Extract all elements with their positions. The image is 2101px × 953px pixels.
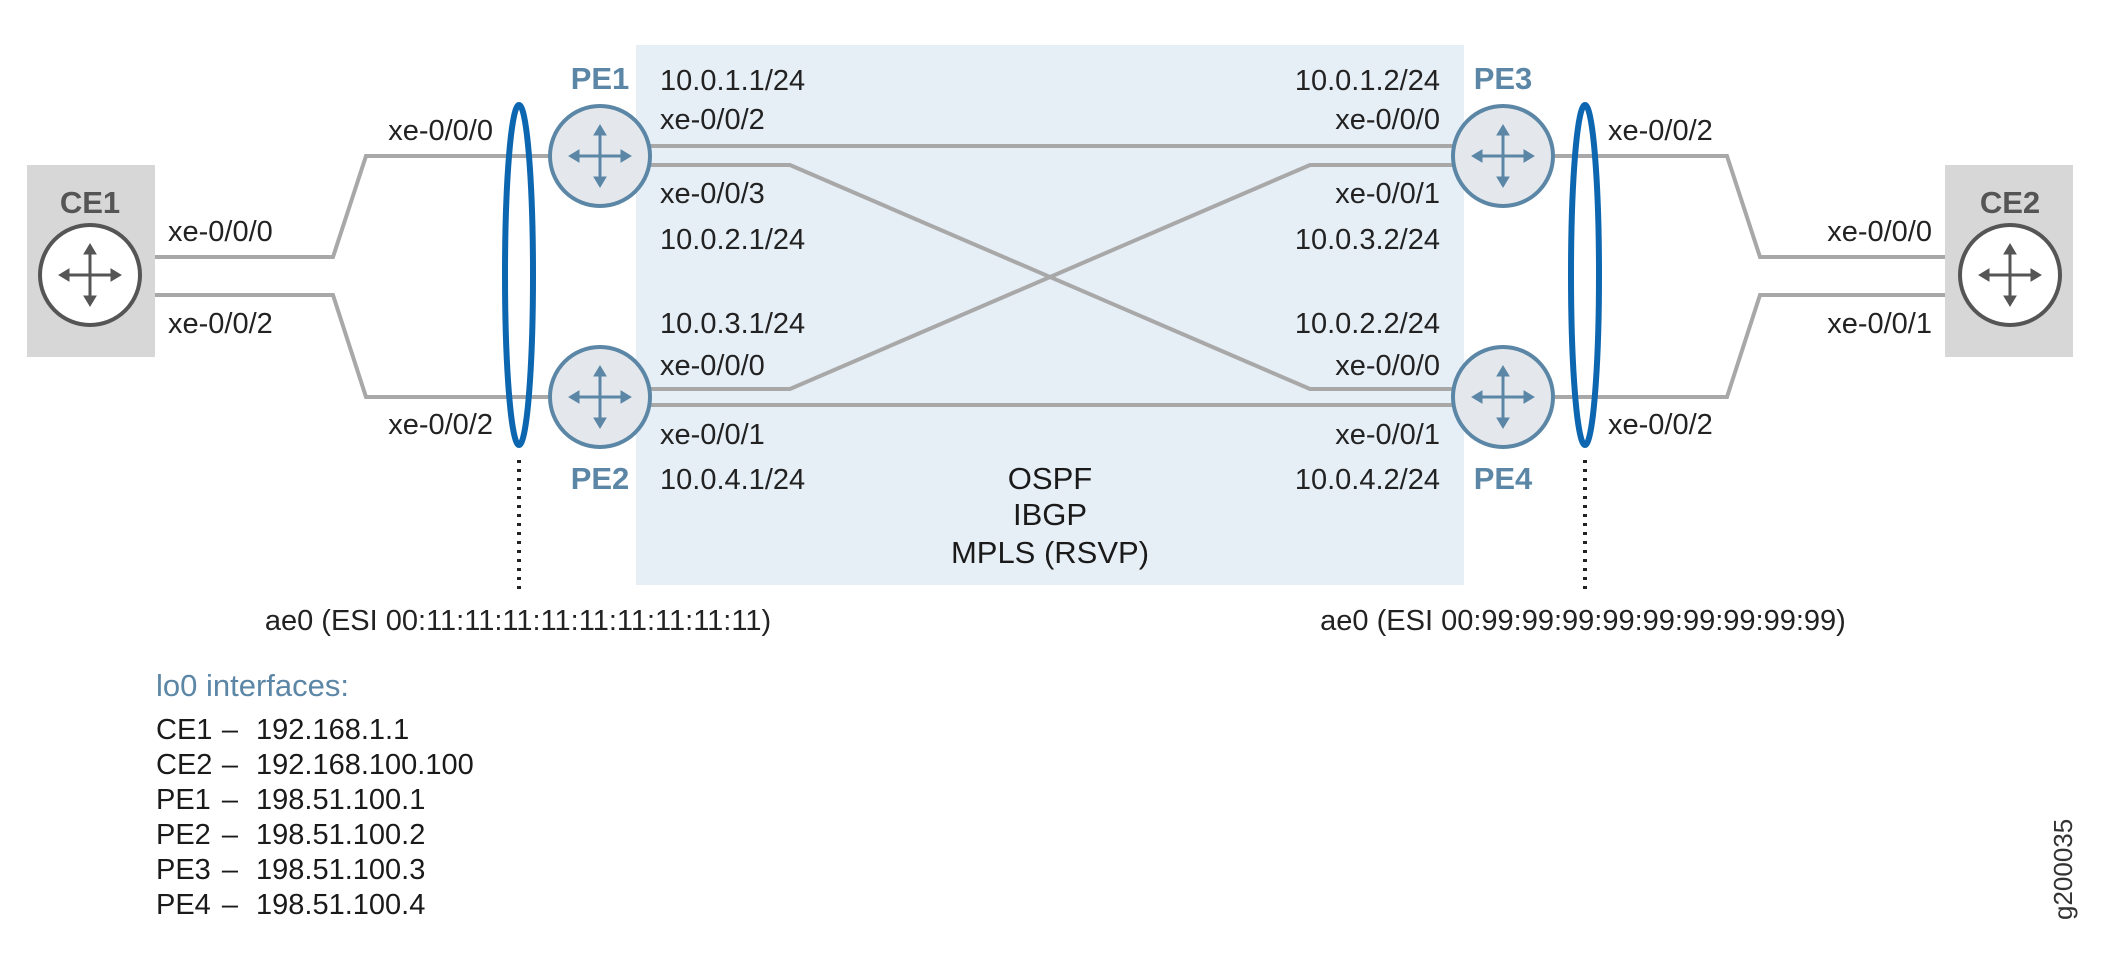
loopback-address: 198.51.100.4 bbox=[256, 889, 425, 921]
loopback-separator: – bbox=[222, 889, 239, 921]
loopback-separator: – bbox=[222, 714, 239, 746]
router-icon bbox=[548, 104, 652, 208]
interface-label: xe-0/0/0 bbox=[1827, 216, 1932, 248]
ip-address-label: 10.0.4.2/24 bbox=[1295, 464, 1440, 496]
loopback-node: PE2 bbox=[156, 819, 211, 851]
ip-address-label: 10.0.2.2/24 bbox=[1295, 308, 1440, 340]
link-ce1-pe1 bbox=[155, 154, 548, 259]
loopback-separator: – bbox=[222, 819, 239, 851]
interface-label: xe-0/0/0 bbox=[660, 350, 765, 382]
router-icon bbox=[1451, 345, 1555, 449]
interface-label: xe-0/0/1 bbox=[1335, 419, 1440, 451]
node-label-pe4: PE4 bbox=[1474, 461, 1533, 496]
interface-label: xe-0/0/2 bbox=[1608, 409, 1713, 441]
interface-label: xe-0/0/2 bbox=[388, 409, 493, 441]
node-label-pe3: PE3 bbox=[1474, 61, 1533, 96]
loopback-node: CE1 bbox=[156, 714, 212, 746]
protocol-label: OSPF bbox=[1008, 461, 1092, 496]
router-icon bbox=[38, 223, 142, 327]
loopback-node: PE4 bbox=[156, 889, 211, 921]
interface-label: xe-0/0/2 bbox=[1608, 115, 1713, 147]
esi-label-right: ae0 (ESI 00:99:99:99:99:99:99:99:99:99) bbox=[1320, 605, 1846, 637]
figure-id: g200035 bbox=[2048, 819, 2078, 920]
interface-label: xe-0/0/1 bbox=[660, 419, 765, 451]
link-ce1-pe2 bbox=[155, 293, 548, 399]
loopback-address: 192.168.100.100 bbox=[256, 749, 474, 781]
interface-label: xe-0/0/0 bbox=[388, 115, 493, 147]
loopback-list: CE1 – 192.168.1.1 CE2 – 192.168.100.100 … bbox=[156, 714, 474, 921]
esi-lag-left bbox=[502, 102, 536, 448]
interface-label: xe-0/0/2 bbox=[660, 104, 765, 136]
node-label-pe2: PE2 bbox=[571, 461, 630, 496]
interface-label: xe-0/0/3 bbox=[660, 178, 765, 210]
ip-address-label: 10.0.1.2/24 bbox=[1295, 65, 1440, 97]
link-pe2-pe3 bbox=[600, 163, 1503, 391]
node-label-pe1: PE1 bbox=[571, 61, 630, 96]
interface-label: xe-0/0/0 bbox=[168, 216, 273, 248]
ip-address-label: 10.0.2.1/24 bbox=[660, 224, 805, 256]
loopback-address: 198.51.100.1 bbox=[256, 784, 425, 816]
node-label-ce2: CE2 bbox=[1980, 185, 2040, 220]
router-icon bbox=[1451, 104, 1555, 208]
router-icon bbox=[1958, 223, 2062, 327]
loopback-separator: – bbox=[222, 749, 239, 781]
interface-label: xe-0/0/2 bbox=[168, 308, 273, 340]
ip-address-label: 10.0.4.1/24 bbox=[660, 464, 805, 496]
core-network-area bbox=[636, 45, 1464, 585]
loopback-address: 192.168.1.1 bbox=[256, 714, 409, 746]
interface-label: xe-0/0/0 bbox=[1335, 104, 1440, 136]
ip-address-label: 10.0.3.1/24 bbox=[660, 308, 805, 340]
node-label-ce1: CE1 bbox=[60, 185, 120, 220]
interface-label: xe-0/0/0 bbox=[1335, 350, 1440, 382]
protocol-label: MPLS (RSVP) bbox=[951, 535, 1149, 570]
loopback-node: PE3 bbox=[156, 854, 211, 886]
interface-label: xe-0/0/1 bbox=[1827, 308, 1932, 340]
loopback-title: lo0 interfaces: bbox=[156, 668, 349, 703]
loopback-address: 198.51.100.3 bbox=[256, 854, 425, 886]
router-icon bbox=[548, 345, 652, 449]
loopback-node: CE2 bbox=[156, 749, 212, 781]
protocol-label: IBGP bbox=[1013, 497, 1087, 532]
loopback-node: PE1 bbox=[156, 784, 211, 816]
interface-label: xe-0/0/1 bbox=[1335, 178, 1440, 210]
loopback-address: 198.51.100.2 bbox=[256, 819, 425, 851]
links bbox=[155, 144, 1945, 407]
link-ce2-pe3 bbox=[1555, 154, 1945, 259]
ip-address-label: 10.0.1.1/24 bbox=[660, 65, 805, 97]
ip-address-label: 10.0.3.2/24 bbox=[1295, 224, 1440, 256]
loopback-separator: – bbox=[222, 784, 239, 816]
loopback-separator: – bbox=[222, 854, 239, 886]
esi-label-left: ae0 (ESI 00:11:11:11:11:11:11:11:11:11) bbox=[265, 605, 771, 637]
esi-lag-right bbox=[1568, 102, 1602, 448]
link-ce2-pe4 bbox=[1555, 293, 1945, 399]
